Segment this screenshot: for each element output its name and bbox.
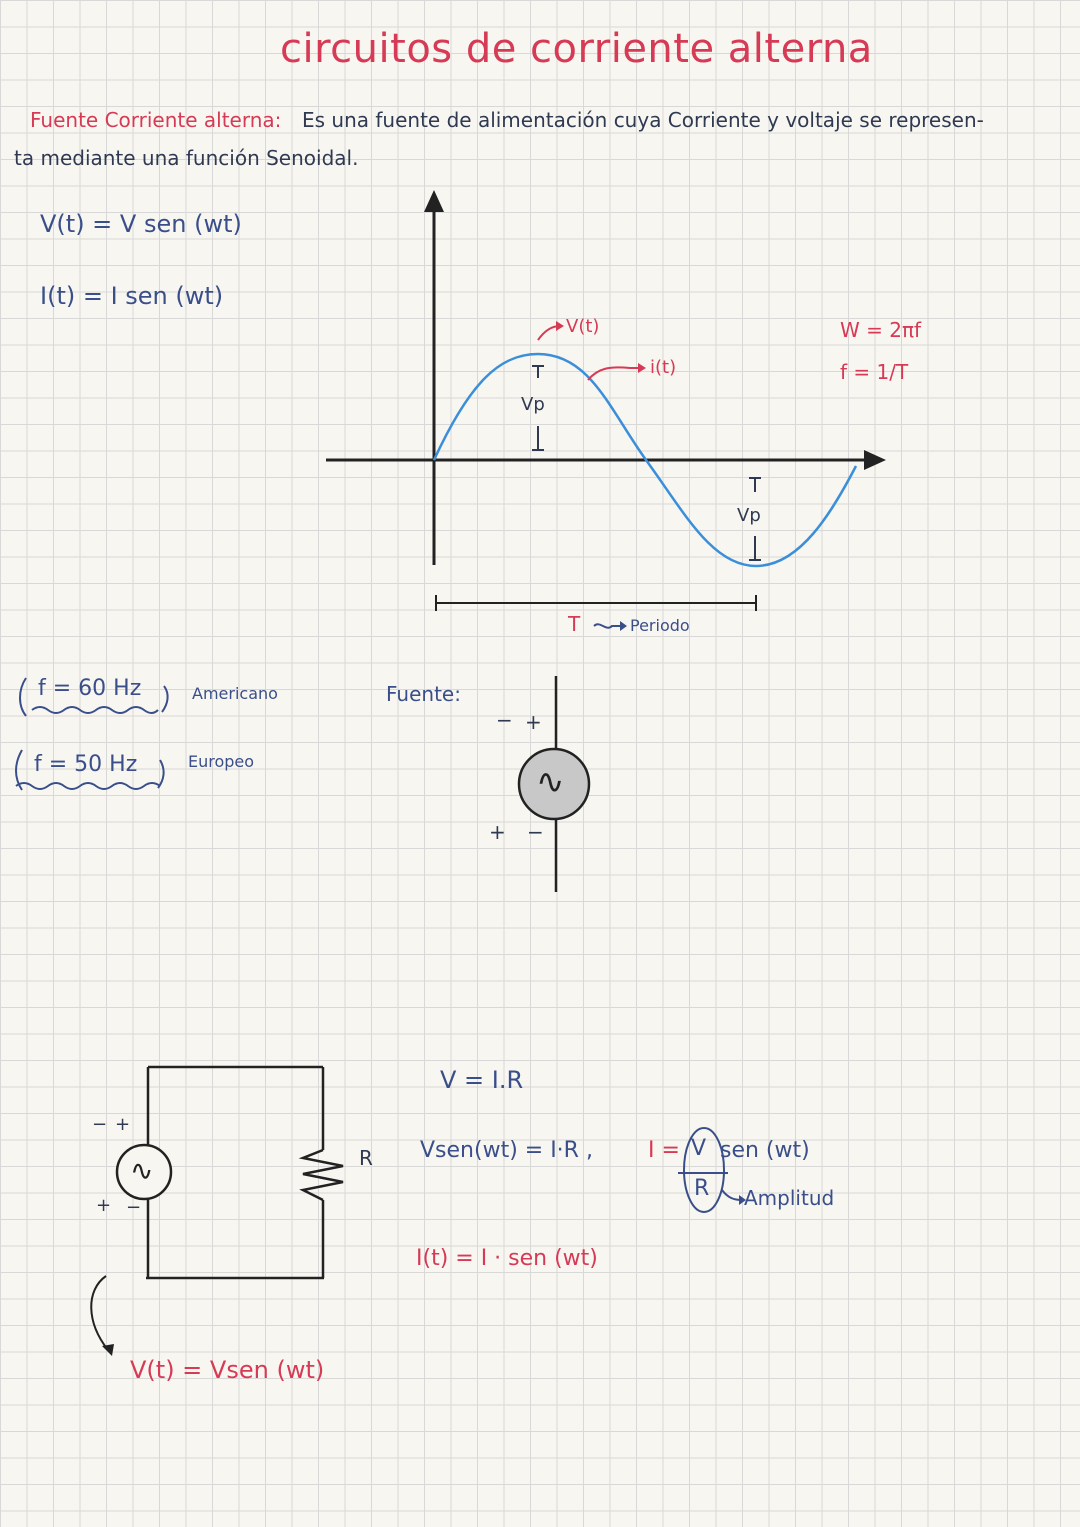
current-equation-numerator: V xyxy=(691,1136,707,1161)
amplitude-circle xyxy=(683,1127,725,1213)
current-equation-prefix: I = xyxy=(648,1138,680,1163)
circuit-minus-top: − xyxy=(92,1114,108,1135)
v-arrowhead-icon xyxy=(556,321,564,331)
resistor-label: R xyxy=(359,1146,373,1170)
graph-label-vp-bottom: Vp xyxy=(737,505,761,526)
i-label-arrow-icon xyxy=(587,366,640,381)
graph-label-period: Periodo xyxy=(630,616,690,635)
ac-source-icon xyxy=(517,747,591,821)
sine-wave xyxy=(432,352,858,568)
ohm-substitution: Vsen(wt) = I·R , xyxy=(420,1138,593,1163)
american-underline xyxy=(31,706,159,714)
y-axis-arrow-icon xyxy=(424,190,444,212)
circuit-plus-bottom: + xyxy=(96,1195,112,1216)
period-arrowhead-icon xyxy=(620,621,627,631)
page-title: circuitos de corriente alterna xyxy=(280,26,873,72)
frequency-formula: f = 1/T xyxy=(840,360,909,384)
european-label: Europeo xyxy=(188,752,255,771)
i-arrowhead-icon xyxy=(638,363,646,373)
x-axis-arrow-icon xyxy=(864,450,886,470)
vp-top-marker xyxy=(532,365,544,451)
amplitude-arrowhead-icon xyxy=(739,1195,746,1205)
ohm-law: V = I.R xyxy=(440,1066,524,1094)
circuit-wave-icon: ∿ xyxy=(130,1154,154,1187)
definition-text-line2: ta mediante una función Senoidal. xyxy=(14,146,359,170)
european-bracket-right xyxy=(157,759,165,789)
graph-label-vp-top: Vp xyxy=(521,394,545,415)
amplitude-label: Amplitud xyxy=(744,1186,835,1210)
period-arrow-icon xyxy=(593,623,622,629)
european-underline xyxy=(15,782,161,790)
american-bracket xyxy=(19,677,27,717)
voltage-equation: V(t) = V sen (wt) xyxy=(40,210,242,238)
circuit-plus-top: + xyxy=(115,1114,131,1135)
current-equation-rest: sen (wt) xyxy=(720,1138,810,1163)
american-label: Americano xyxy=(192,684,278,703)
source-minus-top: − xyxy=(496,708,513,732)
vp-bottom-marker xyxy=(749,477,761,561)
current-equation-denominator: R xyxy=(694,1176,710,1201)
european-frequency: f = 50 Hz xyxy=(34,752,138,777)
callout-arrowhead-icon xyxy=(102,1344,114,1356)
graph-label-i: i(t) xyxy=(650,357,677,378)
source-wave-icon: ∿ xyxy=(536,762,565,802)
graph-axes xyxy=(326,205,868,565)
final-current-equation: I(t) = I · sen (wt) xyxy=(416,1246,598,1271)
source-plus-top: + xyxy=(525,710,542,734)
source-plus-bottom: + xyxy=(489,820,506,844)
source-title: Fuente: xyxy=(386,682,461,706)
circuit-wires xyxy=(146,1065,325,1280)
omega-formula: W = 2πf xyxy=(840,318,922,342)
circuit-minus-bottom: − xyxy=(126,1197,142,1218)
current-equation: I(t) = I sen (wt) xyxy=(40,282,224,310)
resistor-icon xyxy=(298,1148,344,1202)
definition-term: Fuente Corriente alterna: xyxy=(30,108,282,132)
definition-text-line1: Es una fuente de alimentación cuya Corri… xyxy=(302,108,984,132)
european-bracket xyxy=(15,749,23,791)
american-frequency: f = 60 Hz xyxy=(38,676,142,701)
source-minus-bottom: − xyxy=(527,820,544,844)
american-bracket-right xyxy=(161,685,169,713)
circuit-source-equation: V(t) = Vsen (wt) xyxy=(130,1356,325,1384)
graph-label-v: V(t) xyxy=(566,316,600,337)
circuit-ac-source-icon xyxy=(115,1143,173,1201)
circuit-callout-arrow-icon xyxy=(90,1275,109,1351)
period-bar xyxy=(435,595,757,611)
graph-label-T: T xyxy=(568,612,581,636)
